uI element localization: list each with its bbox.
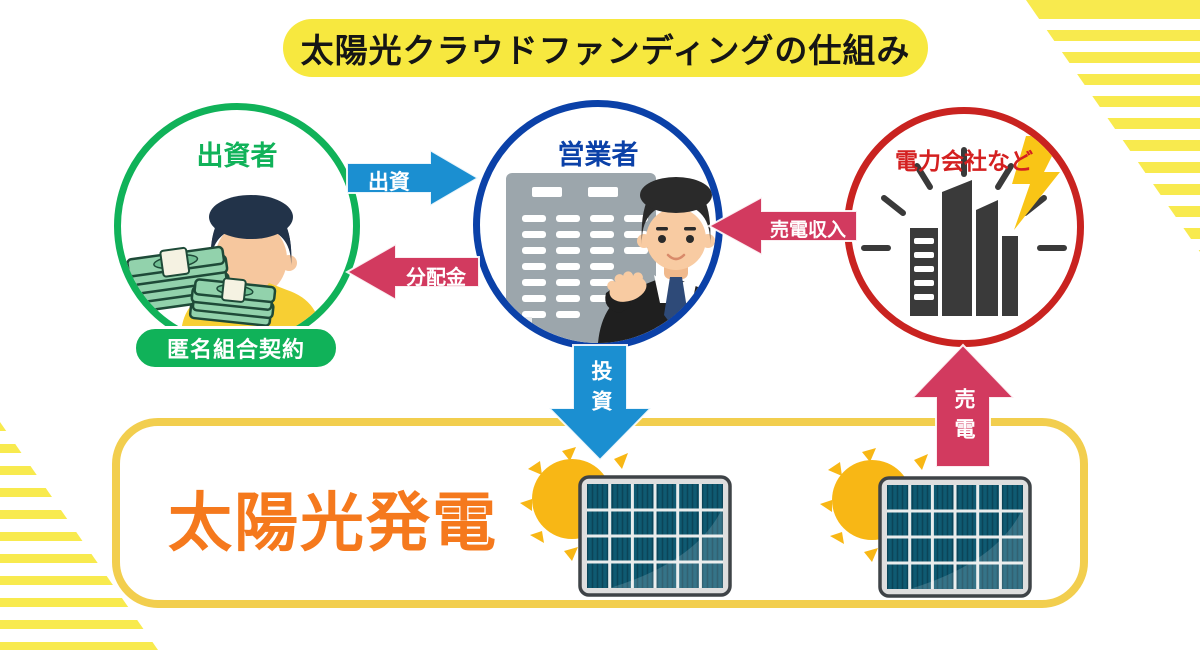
investment-arrow-label: 投資 [589,360,612,420]
power-sale-arrow: 売電 [907,342,1019,468]
power-company-label: 電力会社など [895,148,1033,174]
invest-arrow-label: 出資 [368,171,410,194]
investor-node: 出資者 [114,103,360,349]
power-sales-income-arrow-label: 売電収入 [769,220,846,241]
solar-panel-icon [878,476,1032,598]
operator-node: 営業者 [473,100,723,350]
contract-badge: 匿名組合契約 [133,326,339,370]
dividend-arrow-label: 分配金 [406,267,466,289]
power-company-illustration [851,114,1077,340]
solar-generation-title: 太陽光発電 [168,487,498,559]
businessman-icon [598,177,716,343]
operator-illustration [480,107,716,343]
title-banner: 太陽光クラウドファンディングの仕組み [283,19,928,77]
power-sale-arrow-label: 売電 [952,388,975,448]
money-stack-icon [126,245,277,327]
solar-unit [820,446,1032,612]
lightning-icon [1012,136,1062,230]
investor-label: 出資者 [196,141,278,171]
investment-arrow: 投資 [544,344,656,462]
solar-panel-icon [578,475,732,597]
operator-label: 営業者 [557,140,639,170]
invest-arrow: 出資 [346,147,480,209]
dividend-arrow: 分配金 [344,240,480,304]
power-company-node: 電力会社など [844,107,1084,347]
page-title: 太陽光クラウドファンディングの仕組み [300,32,911,69]
power-sales-income-arrow: 売電収入 [706,192,858,260]
solar-unit [520,445,732,611]
